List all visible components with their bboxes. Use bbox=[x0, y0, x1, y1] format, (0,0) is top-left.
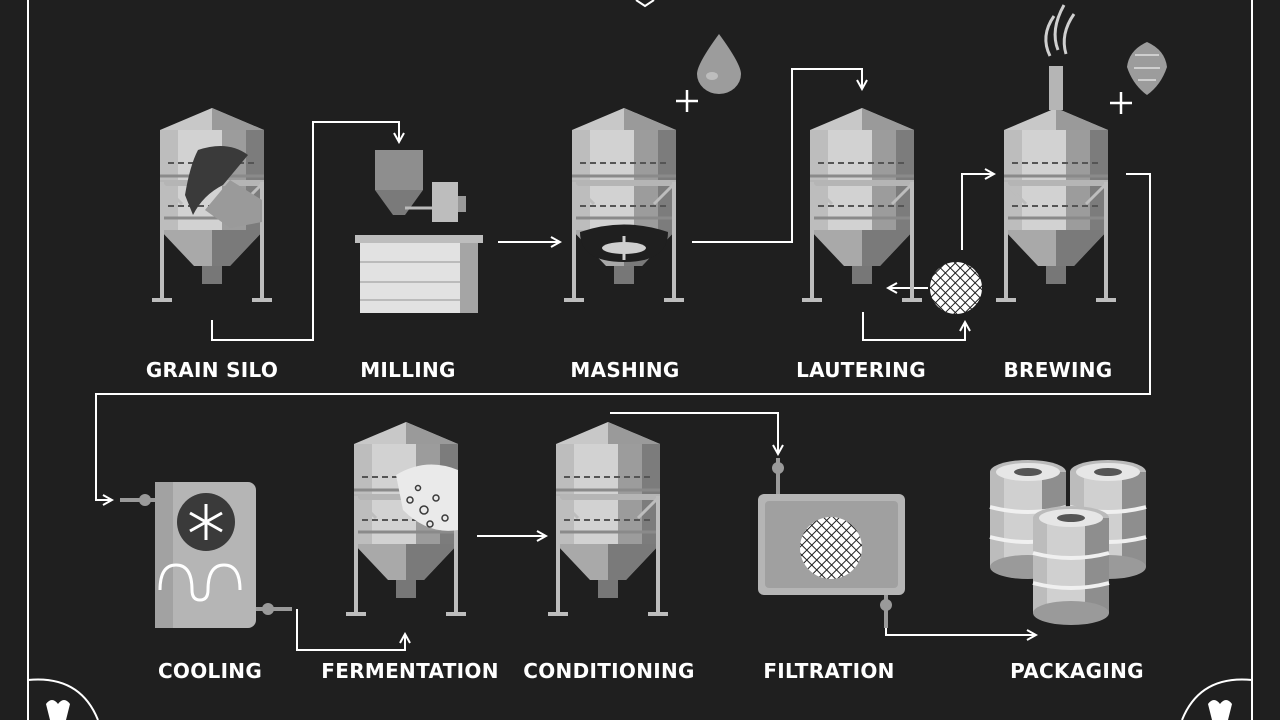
fermentation-tank-illustration bbox=[344, 420, 468, 616]
stage-label-grain-silo: GRAIN SILO bbox=[145, 358, 279, 382]
stage-label-fermentation: FERMENTATION bbox=[321, 659, 499, 683]
plus-icon bbox=[1110, 92, 1132, 114]
hop-corner-icon bbox=[46, 700, 70, 720]
plus-icon bbox=[676, 90, 698, 112]
stage-label-cooling: COOLING bbox=[157, 659, 263, 683]
stage-label-brewing: BREWING bbox=[1003, 358, 1113, 382]
hop-corner-icon bbox=[1208, 700, 1232, 720]
hop-cone-icon bbox=[1127, 42, 1167, 95]
filtration-unit-illustration bbox=[758, 458, 905, 628]
cooling-unit-illustration bbox=[120, 482, 292, 628]
mashing-tank-illustration bbox=[562, 106, 686, 302]
milling-machine-illustration bbox=[355, 150, 483, 313]
brewing-kettle-illustration bbox=[994, 4, 1118, 302]
stage-label-mashing: MASHING bbox=[570, 358, 680, 382]
lautering-tank-illustration bbox=[800, 106, 924, 302]
stage-label-milling: MILLING bbox=[360, 358, 456, 382]
stage-label-packaging: PACKAGING bbox=[1010, 659, 1144, 683]
flow-connectors bbox=[95, 68, 1151, 651]
water-drop-icon bbox=[697, 34, 741, 94]
grain-silo-illustration bbox=[150, 106, 274, 302]
outer-frame bbox=[27, 0, 1253, 720]
conditioning-tank-illustration bbox=[546, 420, 670, 616]
filter-mesh-icon bbox=[930, 262, 982, 314]
stage-label-filtration: FILTRATION bbox=[763, 659, 895, 683]
stage-label-conditioning: CONDITIONING bbox=[523, 659, 695, 683]
packaging-kegs-illustration bbox=[988, 458, 1148, 627]
stage-label-lautering: LAUTERING bbox=[796, 358, 926, 382]
